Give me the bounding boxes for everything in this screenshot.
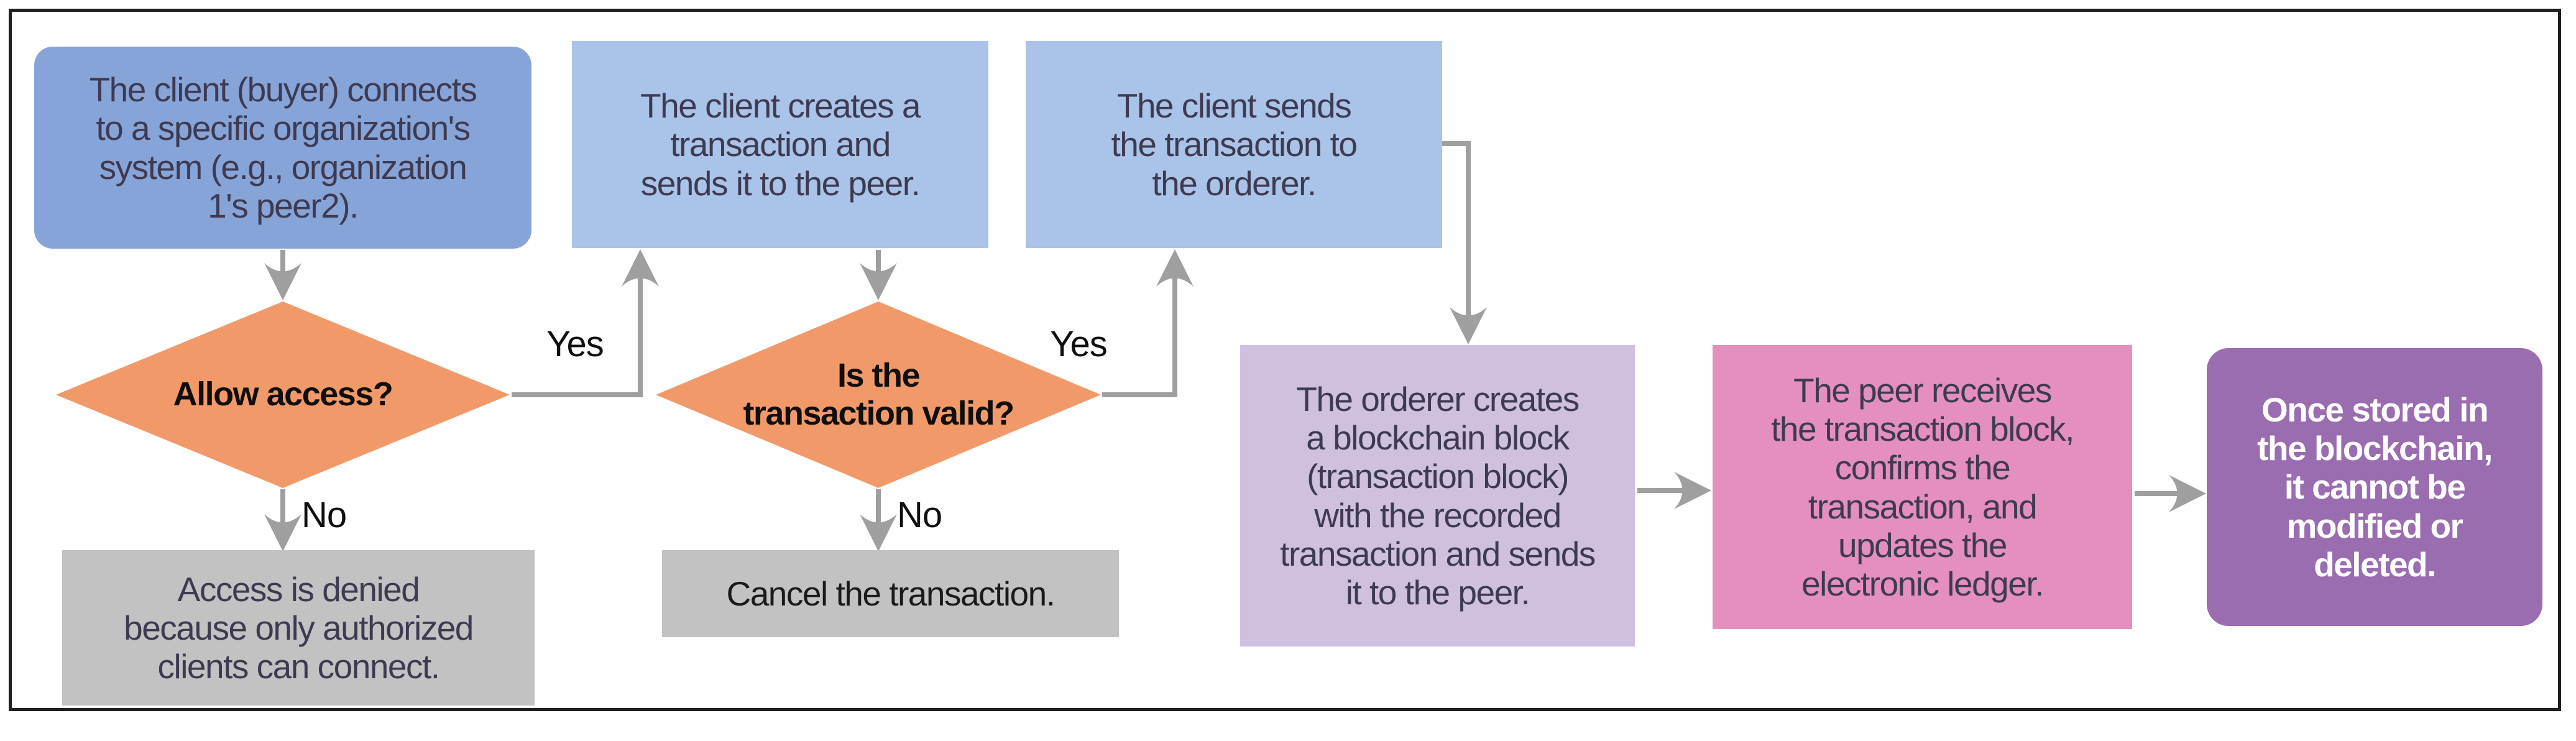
node-send-to-orderer: The client sends the transaction to the … <box>1026 41 1442 248</box>
node-transaction-valid-text: Is the transaction valid? <box>743 356 1014 432</box>
edge-label-no-transaction-valid: No <box>897 495 942 535</box>
node-peer-receives-block-text: The peer receives the transaction block,… <box>1771 371 2074 603</box>
node-allow-access-text: Allow access? <box>173 375 393 413</box>
node-orderer-creates-block-text: The orderer creates a blockchain block (… <box>1280 380 1596 612</box>
node-access-denied-text: Access is denied because only authorized… <box>124 569 474 686</box>
node-cancel-transaction: Cancel the transaction. <box>662 550 1119 637</box>
node-create-transaction: The client creates a transaction and sen… <box>572 41 988 248</box>
node-client-connects-text: The client (buyer) connects to a specifi… <box>89 70 477 225</box>
node-access-denied: Access is denied because only authorized… <box>62 550 535 706</box>
edge-label-no-allow-access: No <box>301 495 347 535</box>
node-client-connects: The client (buyer) connects to a specifi… <box>34 47 531 249</box>
node-send-to-orderer-text: The client sends the transaction to the … <box>1111 86 1358 203</box>
edge-label-yes-allow-access: Yes <box>546 324 604 364</box>
node-orderer-creates-block: The orderer creates a blockchain block (… <box>1240 345 1635 647</box>
node-immutable-storage: Once stored in the blockchain, it cannot… <box>2207 348 2542 626</box>
node-cancel-transaction-text: Cancel the transaction. <box>726 574 1056 613</box>
edge-label-yes-transaction-valid: Yes <box>1050 324 1108 364</box>
node-immutable-storage-text: Once stored in the blockchain, it cannot… <box>2257 390 2493 584</box>
node-peer-receives-block: The peer receives the transaction block,… <box>1713 345 2132 629</box>
node-create-transaction-text: The client creates a transaction and sen… <box>640 86 921 203</box>
diagram-border <box>9 9 2561 711</box>
